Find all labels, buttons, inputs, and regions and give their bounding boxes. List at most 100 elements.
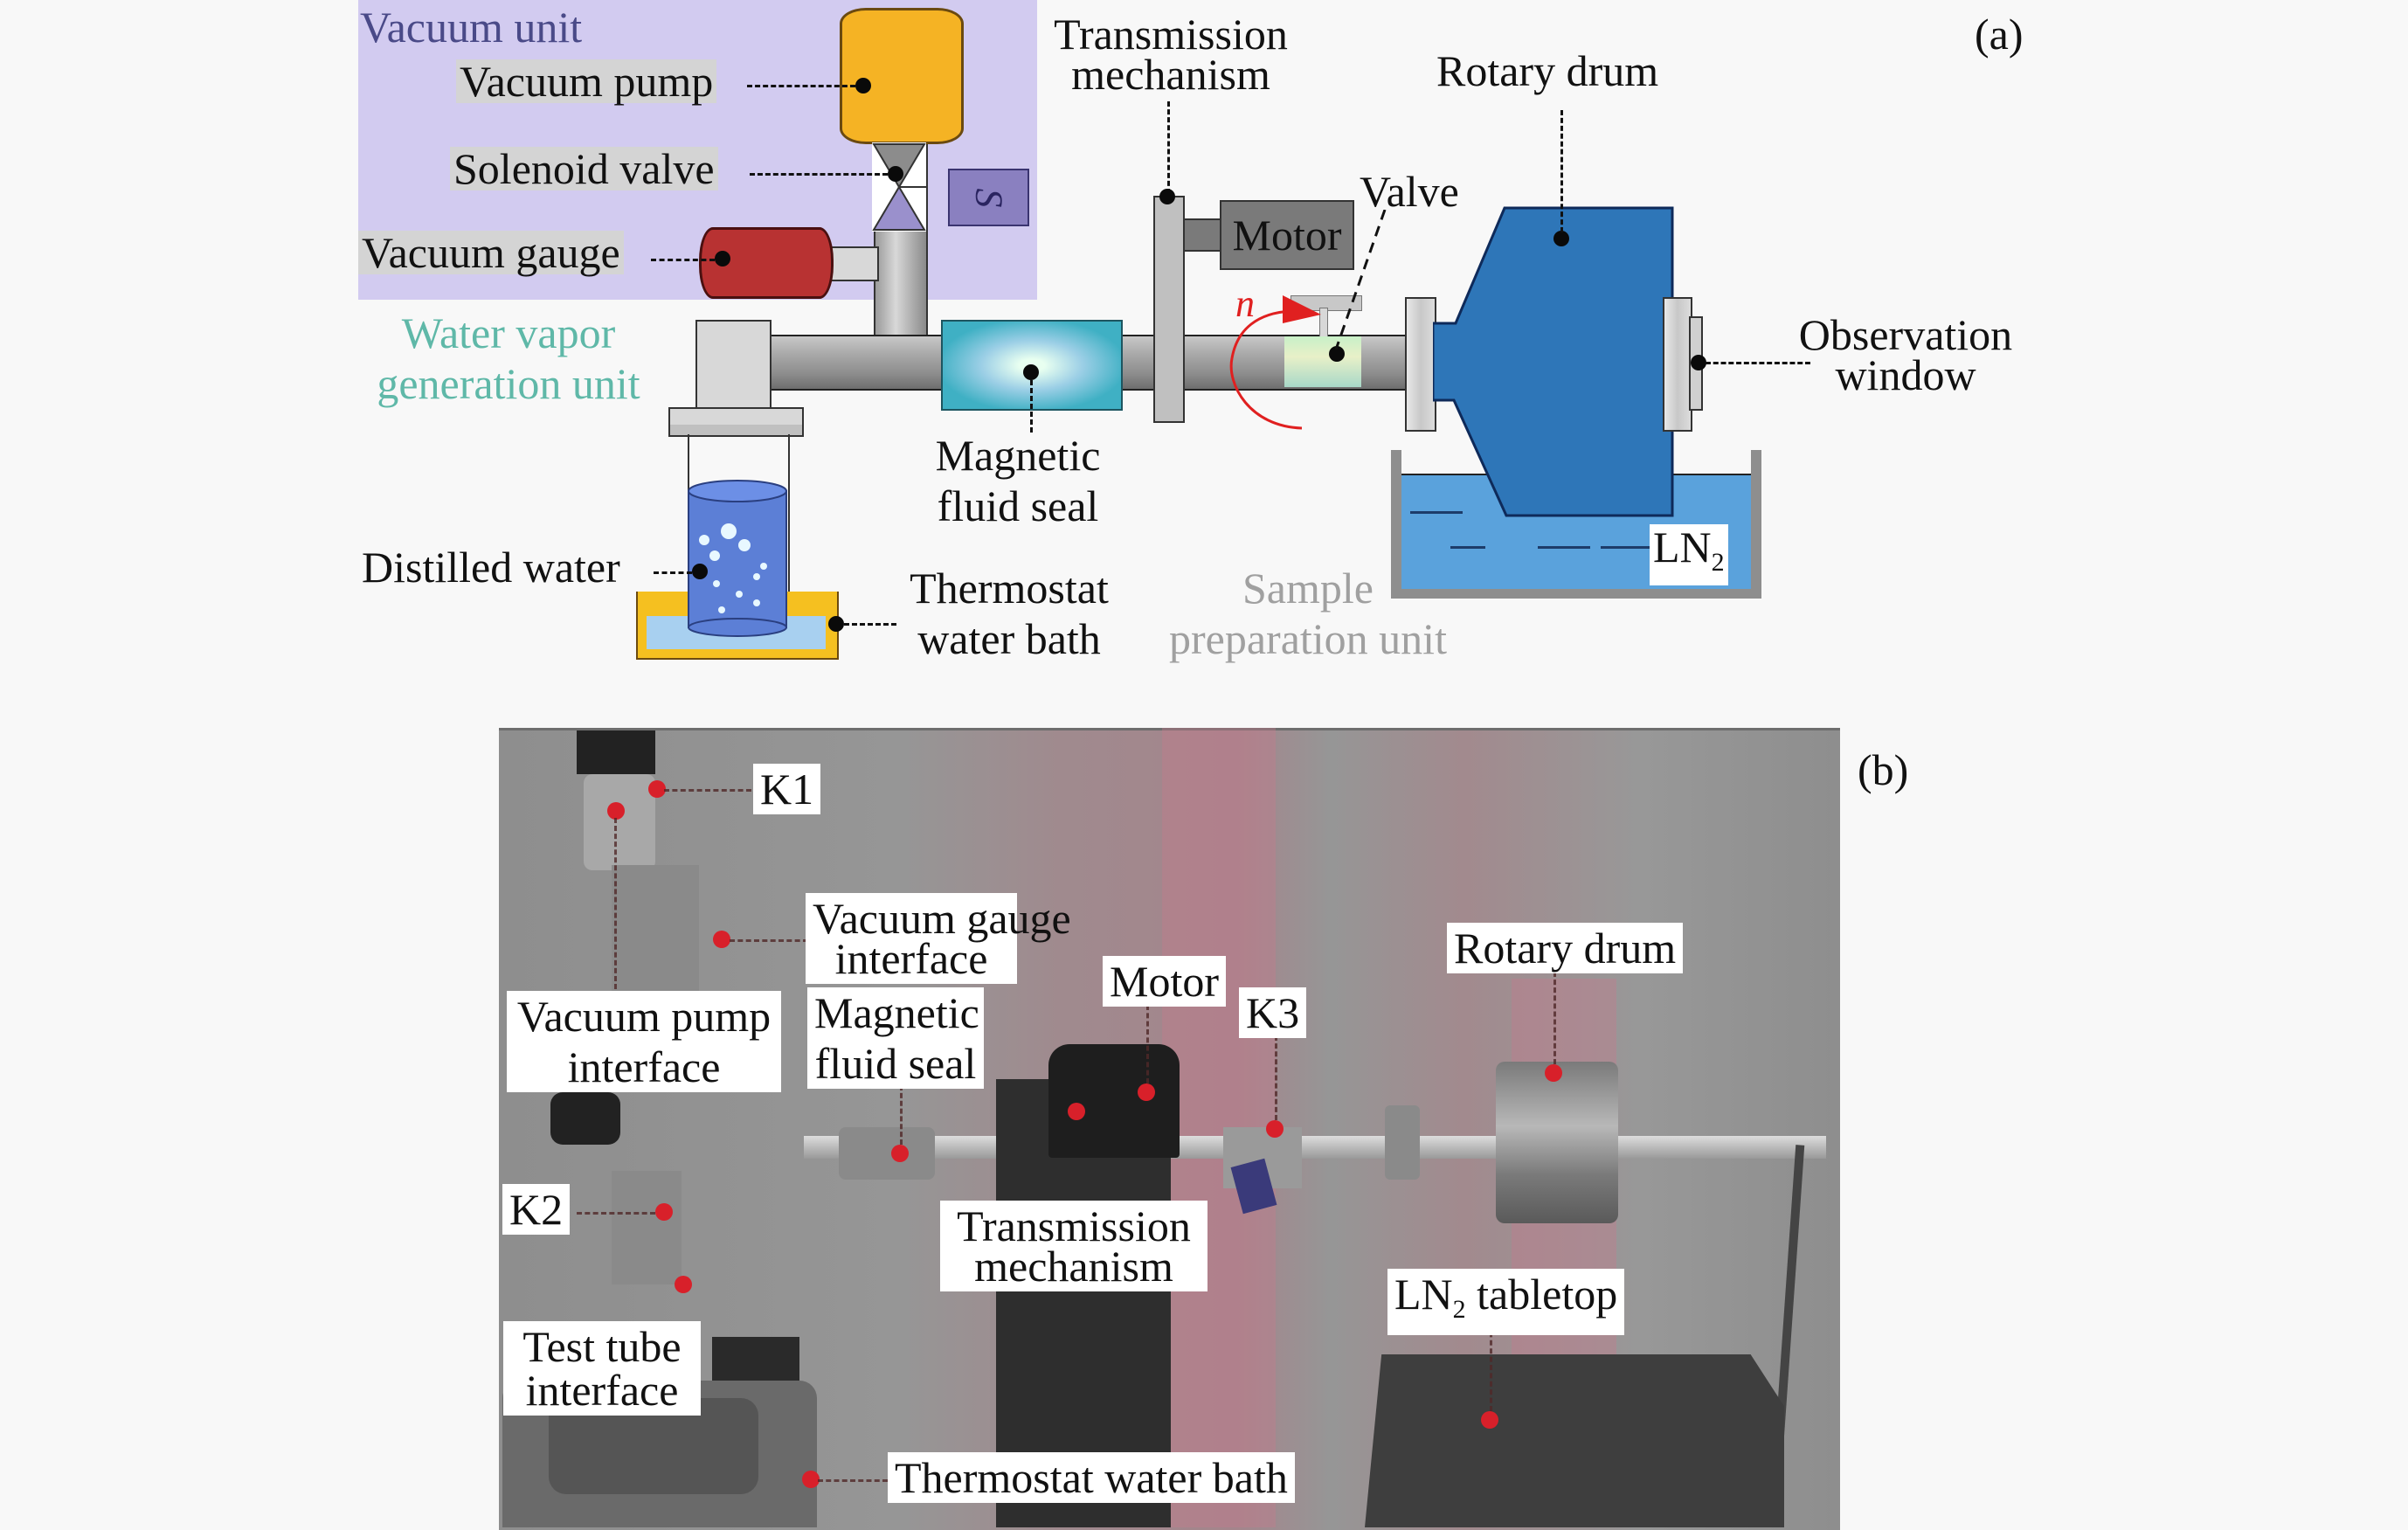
photo-k2-body xyxy=(612,1171,682,1284)
vacuum-pump-leader xyxy=(747,85,855,87)
label-k1: K1 xyxy=(753,764,821,814)
observation-window-label: Observation window xyxy=(1788,313,2024,397)
photo-flange xyxy=(1385,1105,1420,1180)
rotary-drum-pointer-dot xyxy=(1553,231,1569,246)
label-magnetic-seal: Magnetic fluid seal xyxy=(807,987,984,1089)
leader-rotary-drum xyxy=(1553,972,1556,1064)
transmission-line2: mechanism xyxy=(1071,50,1270,99)
vacuum-gauge-connector xyxy=(827,246,879,281)
leader-k3 xyxy=(1275,1035,1277,1120)
magnetic-seal-label: Magnetic fluid seal xyxy=(909,433,1127,528)
thermostat-label: Thermostat water bath xyxy=(891,566,1127,661)
marker-magnetic-seal xyxy=(891,1145,909,1162)
solenoid-symbol: S xyxy=(967,188,1010,207)
rotation-symbol: n xyxy=(1235,282,1255,325)
ln2-tank xyxy=(1391,450,1761,599)
photo-black-knob xyxy=(550,1092,620,1145)
transmission-plate xyxy=(1153,196,1185,423)
vacuum-pump-icon xyxy=(840,8,964,144)
observation-line1: Observation xyxy=(1798,310,2013,359)
observation-window-pointer-dot xyxy=(1691,355,1706,370)
leader-vacuum-gauge-interface xyxy=(730,939,808,942)
label-motor: Motor xyxy=(1103,956,1226,1007)
vacuum-unit-label: Vacuum unit xyxy=(360,3,583,52)
label-rotary-drum: Rotary drum xyxy=(1447,923,1684,973)
test-tube-line1: Test tube xyxy=(522,1322,682,1371)
panel-a-label: (a) xyxy=(1975,10,2024,59)
rotation-arrow-icon xyxy=(1229,295,1321,430)
observation-window-leader xyxy=(1706,362,1810,364)
distilled-water-pointer-dot xyxy=(692,564,708,579)
ln2-wave-4 xyxy=(1601,546,1653,549)
distilled-water-leader xyxy=(654,571,692,574)
leader-vacuum-pump-interface xyxy=(614,818,617,989)
vacuum-gauge-interface-line1: Vacuum gauge xyxy=(813,894,1071,943)
leader-motor xyxy=(1146,1005,1149,1083)
observation-line2: window xyxy=(1835,350,1976,399)
solenoid-coil-box: S xyxy=(948,169,1029,226)
water-vapor-unit-line2: generation unit xyxy=(377,359,640,408)
transmission-label: Transmission mechanism xyxy=(1031,12,1311,96)
label-ln2-tabletop: LN2 tabletop xyxy=(1387,1269,1625,1335)
vacuum-pump-interface-line2: interface xyxy=(567,1042,721,1091)
transmission-photo-line1: Transmission xyxy=(957,1201,1191,1250)
vacuum-gauge-pointer-dot xyxy=(715,251,730,267)
ln2-tabletop-sub: 2 xyxy=(1452,1295,1466,1324)
vacuum-pump-label: Vacuum pump xyxy=(456,59,717,103)
water-bath-pointer-dot xyxy=(828,616,844,632)
label-k2: K2 xyxy=(502,1184,571,1235)
marker-ln2-tabletop xyxy=(1481,1411,1498,1429)
marker-rotary-drum xyxy=(1545,1064,1562,1082)
rotary-drum-icon xyxy=(1433,206,1674,517)
vacuum-gauge-leader xyxy=(651,259,715,261)
marker-k2 xyxy=(655,1203,673,1221)
label-vacuum-gauge-interface: Vacuum gauge interface xyxy=(806,893,1071,984)
marker-vacuum-pump-interface xyxy=(607,802,625,820)
ln2-label-sub: 2 xyxy=(1711,548,1725,577)
magnetic-seal-line2: fluid seal xyxy=(937,481,1099,530)
ln2-wave-2 xyxy=(1450,546,1485,549)
photo-rotary-drum xyxy=(1496,1062,1618,1223)
ln2-label: LN2 xyxy=(1650,524,1728,585)
photo-stand-base xyxy=(712,1337,799,1385)
marker-water-bath xyxy=(802,1471,820,1488)
leader-magnetic-seal xyxy=(900,1085,903,1145)
marker-vacuum-gauge-interface xyxy=(713,931,730,948)
label-k3: K3 xyxy=(1239,987,1307,1038)
magnetic-seal-line1: Magnetic xyxy=(935,431,1101,480)
motor-label: Motor xyxy=(1232,211,1342,260)
vacuum-pump-pointer-dot xyxy=(855,78,871,93)
magnetic-seal-leader xyxy=(1030,380,1033,433)
vacuum-gauge-interface-line2: interface xyxy=(834,934,988,983)
photo-motor-block xyxy=(1048,1044,1180,1158)
marker-k3 xyxy=(1266,1120,1284,1138)
test-tube-line2: interface xyxy=(525,1366,679,1415)
rotary-drum-label: Rotary drum xyxy=(1436,46,1659,95)
solenoid-valve-pointer-dot xyxy=(888,166,903,182)
transmission-photo-line2: mechanism xyxy=(974,1242,1173,1291)
ln2-tabletop-rest: tabletop xyxy=(1465,1270,1618,1319)
sample-prep-line1: Sample xyxy=(1242,564,1374,613)
label-vacuum-pump-interface: Vacuum pump interface xyxy=(507,991,781,1092)
leader-ln2-tabletop xyxy=(1490,1324,1492,1411)
distilled-water-label: Distilled water xyxy=(362,543,620,592)
photo-k1-body xyxy=(584,774,655,870)
distilled-water-icon xyxy=(688,480,787,637)
water-vapor-unit-line1: Water vapor xyxy=(401,308,616,357)
sample-prep-unit-label: Sample preparation unit xyxy=(1146,566,1470,661)
label-test-tube-interface: Test tube interface xyxy=(503,1321,701,1416)
solenoid-valve-label: Solenoid valve xyxy=(450,147,718,190)
motor-icon: Motor xyxy=(1220,200,1354,270)
water-bath-leader xyxy=(844,623,896,626)
thermostat-line2: water bath xyxy=(917,614,1101,663)
magnetic-seal-photo-line1: Magnetic xyxy=(814,988,979,1037)
marker-motor xyxy=(1138,1083,1155,1101)
photo-horizontal-shaft xyxy=(804,1136,1826,1159)
label-thermostat-water-bath: Thermostat water bath xyxy=(888,1452,1295,1503)
tube-flange xyxy=(668,407,804,437)
label-transmission-mechanism: Transmission mechanism xyxy=(940,1201,1207,1291)
sample-prep-line2: preparation unit xyxy=(1169,614,1447,663)
ln2-wave-3 xyxy=(1538,546,1590,549)
ln2-label-base: LN xyxy=(1653,523,1712,571)
water-vapor-unit-label: Water vapor generation unit xyxy=(360,311,657,405)
